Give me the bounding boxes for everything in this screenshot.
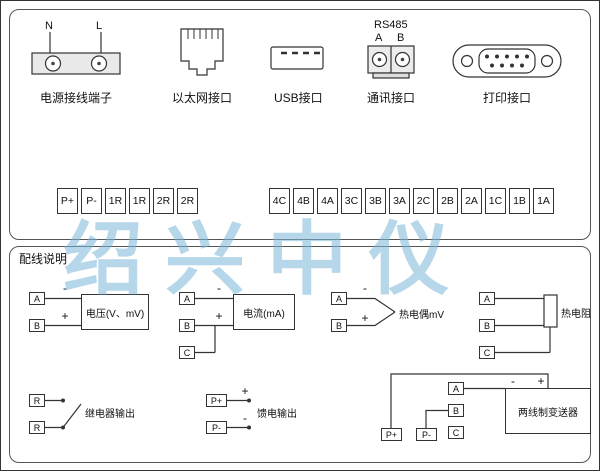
wiring-instructions-panel (9, 246, 591, 463)
wiring-section-title: 配线说明 (19, 252, 68, 266)
minus-sign: - (243, 411, 247, 425)
power-port-label: 电源接线端子 (40, 91, 113, 105)
comm-protocol-label: RS485 (374, 19, 408, 31)
usb-port-label: USB接口 (274, 91, 323, 105)
plus-sign: + (537, 374, 545, 388)
terminal-strip-right: 4C 4B 4A 3C 3B 3A 2C 2B 2A 1C 1B 1A (269, 188, 554, 214)
terminal-cell: 4B (293, 188, 314, 214)
terminal-a: A (331, 292, 347, 305)
terminal-a: A (179, 292, 195, 305)
current-input-box: 电流(mA) (233, 294, 295, 330)
terminal-b: B (479, 319, 495, 332)
terminal-b: B (331, 319, 347, 332)
terminal-cell: 3C (341, 188, 362, 214)
current-wires (195, 297, 233, 354)
terminal-p-plus: P+ (206, 394, 227, 407)
usb-port-icon (270, 46, 324, 70)
terminal-b: B (179, 319, 195, 332)
terminal-cell: 4A (317, 188, 338, 214)
terminal-c: C (479, 346, 495, 359)
terminal-c: C (448, 426, 464, 439)
printer-port-label: 打印接口 (483, 91, 532, 105)
relay-wires (45, 398, 82, 430)
rtd-label: 热电阻 (561, 309, 591, 320)
terminal-cell: 2C (413, 188, 434, 214)
terminal-cell: 2B (437, 188, 458, 214)
terminal-cell: 3A (389, 188, 410, 214)
minus-sign: - (63, 281, 67, 295)
terminal-cell: 1B (509, 188, 530, 214)
terminal-r: R (29, 394, 45, 407)
plus-sign: + (215, 309, 223, 323)
terminal-c: C (179, 346, 195, 359)
rtd-wires (495, 294, 558, 354)
terminal-a: A (479, 292, 495, 305)
comm-terminal-icon (367, 45, 415, 79)
terminal-cell: P- (81, 188, 102, 214)
terminal-p-minus: P- (206, 421, 227, 434)
terminal-cell: 1R (105, 188, 126, 214)
power-l-label: L (96, 20, 103, 32)
terminal-cell: 2A (461, 188, 482, 214)
minus-sign: - (217, 281, 221, 295)
ethernet-port-icon (180, 28, 224, 76)
terminal-b: B (29, 319, 45, 332)
terminal-cell: 4C (269, 188, 290, 214)
terminal-cell: 3B (365, 188, 386, 214)
relay-output-label: 继电器输出 (85, 409, 135, 420)
minus-sign: - (511, 374, 515, 388)
terminal-cell: 1R (129, 188, 150, 214)
terminal-a: A (448, 382, 464, 395)
feed-wires (226, 398, 251, 430)
plus-sign: + (61, 309, 69, 323)
comm-b-label: B (397, 32, 405, 44)
terminal-p-minus: P- (416, 428, 437, 441)
thermocouple-label: 热电偶mV (399, 310, 444, 321)
minus-sign: - (363, 281, 367, 295)
terminal-cell: P+ (57, 188, 78, 214)
transmitter-box: 两线制变送器 (505, 388, 591, 434)
terminal-cell: 1C (485, 188, 506, 214)
voltage-wires (45, 297, 81, 327)
power-n-label: N (45, 20, 53, 32)
plus-sign: + (241, 384, 249, 398)
resistor-symbol (543, 294, 558, 328)
ethernet-port-label: 以太网接口 (172, 91, 233, 105)
terminal-a: A (29, 292, 45, 305)
terminal-cell: 2R (153, 188, 174, 214)
power-terminal-icon (31, 32, 121, 75)
terminal-p-plus: P+ (381, 428, 402, 441)
voltage-input-box: 电压(V、mV) (81, 294, 149, 330)
terminal-r: R (29, 421, 45, 434)
comm-a-label: A (375, 32, 383, 44)
thermocouple-wires (347, 297, 396, 327)
feed-output-label: 馈电输出 (257, 409, 297, 420)
terminal-cell: 2R (177, 188, 198, 214)
transmitter-wires (390, 373, 549, 428)
terminal-b: B (448, 404, 464, 417)
printer-port-icon (452, 44, 562, 78)
terminal-strip-left: P+ P- 1R 1R 2R 2R (57, 188, 198, 214)
comm-port-label: 通讯接口 (367, 91, 416, 105)
terminal-cell: 1A (533, 188, 554, 214)
plus-sign: + (361, 311, 369, 325)
rear-ports-panel (9, 9, 591, 240)
